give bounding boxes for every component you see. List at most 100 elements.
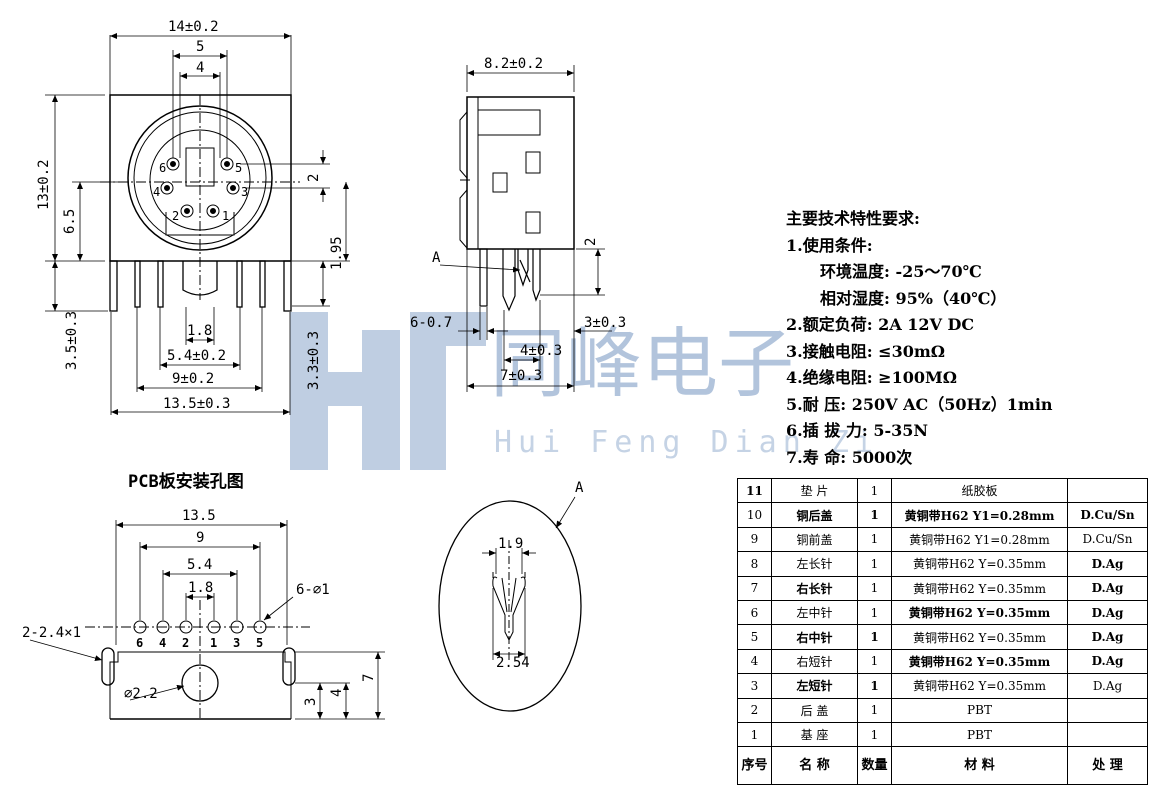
bom-material: PBT xyxy=(891,721,1068,748)
dim-center-height: 6.5 xyxy=(62,209,78,234)
pcb-labels: PCB板安装孔图 13.5 9 5.4 1.8 6-⌀1 2-2.4×1 ⌀2.… xyxy=(22,471,377,706)
pcb-pin-3: 3 xyxy=(233,636,240,650)
bom-qty: 1 xyxy=(857,551,892,577)
bom-name: 左中针 xyxy=(771,599,858,626)
bom-no: 7 xyxy=(737,575,772,601)
bom-no: 10 xyxy=(737,502,772,528)
pcb-dim-5-4: 5.4 xyxy=(187,557,212,573)
side-dim-7: 7±0.3 xyxy=(500,368,542,384)
pcb-dim-1-8: 1.8 xyxy=(188,580,213,596)
bom-no: 9 xyxy=(737,526,772,553)
dim-total-width: 14±0.2 xyxy=(168,19,219,35)
spec-item: 3.接触电阻: ≤30mΩ xyxy=(786,341,946,361)
bom-finish: D.Ag xyxy=(1067,599,1148,626)
dim-1-8: 1.8 xyxy=(187,323,212,339)
spec-item: 5.耐 压: 250V AC（50Hz）1min xyxy=(786,394,1053,414)
bom-material: 黄铜带H62 Y=0.35mm xyxy=(891,624,1068,650)
bom-name: 右长针 xyxy=(771,575,858,601)
side-dim-right-2: 2 xyxy=(583,238,599,246)
spec-item: 1.使用条件: xyxy=(786,235,873,255)
pcb-pin-2: 2 xyxy=(182,636,189,650)
bom-name: 铜后盖 xyxy=(771,502,858,528)
bom-material: 黄铜带H62 Y=0.35mm xyxy=(891,673,1068,699)
bom-finish xyxy=(1067,697,1148,723)
bom-finish: D.Ag xyxy=(1067,624,1148,650)
pcb-dim-13-5: 13.5 xyxy=(182,508,216,524)
pcb-hole-note: 6-⌀1 xyxy=(296,582,330,598)
bom-name: 垫 片 xyxy=(771,477,858,504)
pcb-dim-4: 4 xyxy=(329,689,345,697)
bom-name: 右中针 xyxy=(771,624,858,650)
watermark-pinyin: Hui Feng Dian Zi xyxy=(494,425,879,460)
bom-qty: 1 xyxy=(857,575,892,601)
bom-name: 基 座 xyxy=(771,721,858,748)
side-dim-3: 3±0.3 xyxy=(584,315,626,331)
dim-13-5: 13.5±0.3 xyxy=(163,396,230,412)
bom-qty: 1 xyxy=(857,526,892,553)
spec-item: 2.额定负荷: 2A 12V DC xyxy=(786,315,975,334)
dim-pitch-5: 5 xyxy=(196,39,204,55)
spec-item: 相对湿度: 95%（40℃） xyxy=(820,288,1007,308)
bom-header-name: 名 称 xyxy=(771,746,858,785)
pcb-dia-note: ⌀2.2 xyxy=(124,686,158,702)
front-pin-5: 5 xyxy=(235,161,242,175)
front-pin-1: 1 xyxy=(222,209,229,223)
dim-height: 13±0.2 xyxy=(36,159,52,210)
bom-material: 黄铜带H62 Y=0.35mm xyxy=(891,575,1068,601)
bom-qty: 1 xyxy=(857,624,892,650)
side-dim-width: 8.2±0.2 xyxy=(484,56,543,72)
bom-name: 左短针 xyxy=(771,673,858,699)
bom-material: 黄铜带H62 Y1=0.28mm xyxy=(891,502,1068,528)
front-legs xyxy=(109,260,292,312)
spec-item: 4.绝缘电阻: ≥100MΩ xyxy=(786,368,957,387)
bom-material: 黄铜带H62 Y=0.35mm xyxy=(891,551,1068,577)
spec-item: 环境温度: -25～70℃ xyxy=(820,262,982,281)
pcb-dim-7: 7 xyxy=(361,674,377,682)
bom-finish: D.Cu/Sn xyxy=(1067,526,1148,553)
side-callout-a: A xyxy=(432,250,441,266)
bom-header-no: 序号 xyxy=(737,746,772,785)
pcb-holes xyxy=(133,620,267,634)
watermark: 同峰电子 Hui Feng Dian Zi xyxy=(290,312,879,470)
pcb-dim-3: 3 xyxy=(303,698,319,706)
pcb-pin-1: 1 xyxy=(210,636,217,650)
side-pins xyxy=(479,248,541,312)
bom-header-qty: 数量 xyxy=(857,746,892,785)
spec-item: 6.插 拔 力: 5-35N xyxy=(786,421,928,440)
side-view xyxy=(439,65,612,392)
watermark-logo-icon xyxy=(290,312,486,470)
bom-qty: 1 xyxy=(857,599,892,626)
front-pin-4: 4 xyxy=(153,185,160,199)
bom-qty: 1 xyxy=(857,502,892,528)
bom-material: 纸胶板 xyxy=(891,477,1068,504)
bom-no: 4 xyxy=(737,648,772,675)
detail-a xyxy=(438,496,582,712)
side-dim-4: 4±0.3 xyxy=(520,343,562,359)
pcb-dim-9: 9 xyxy=(196,530,204,546)
bom-qty: 1 xyxy=(857,697,892,723)
dim-pitch-4: 4 xyxy=(196,60,204,76)
bom-name: 右短针 xyxy=(771,648,858,675)
detail-callout-a: A xyxy=(575,480,584,496)
bom-finish xyxy=(1067,477,1148,504)
bom-qty: 1 xyxy=(857,721,892,748)
bom-name: 铜前盖 xyxy=(771,526,858,553)
dim-right-2: 2 xyxy=(306,174,322,182)
front-pin-6: 6 xyxy=(159,161,166,175)
bom-finish: D.Ag xyxy=(1067,648,1148,675)
spec-list: 主要技术特性要求: 1.使用条件: 环境温度: -25～70℃ 相对湿度: 95… xyxy=(786,206,1146,471)
bom-name: 后 盖 xyxy=(771,697,858,723)
pcb-title: PCB板安装孔图 xyxy=(128,471,244,492)
front-view-labels: 14±0.2 5 4 13±0.2 6.5 3.5±0.3 2 1.95 3.3… xyxy=(36,19,345,412)
side-dim-6-0-7: 6-0.7 xyxy=(410,315,452,331)
